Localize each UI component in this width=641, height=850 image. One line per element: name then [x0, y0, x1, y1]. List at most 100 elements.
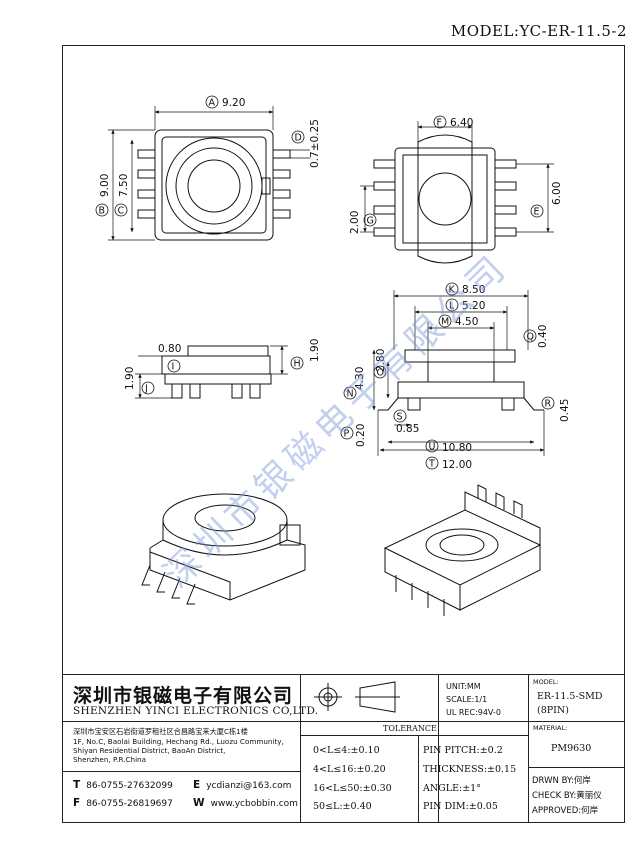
address-en-2: Shiyan Residential District, BaoAn Distr…	[73, 746, 226, 755]
divider	[418, 735, 419, 822]
approved-by-label: APPROVED:	[532, 806, 582, 816]
address-en-3: Shenzhen, P.R.China	[73, 755, 147, 764]
label-b: B	[99, 206, 106, 217]
divider	[300, 675, 301, 822]
divider	[63, 721, 300, 722]
dim-t-value: 12.00	[442, 459, 472, 471]
label-e: E	[534, 207, 540, 218]
web-label: W	[193, 797, 205, 809]
approved-by-row: APPROVED:何岸	[532, 804, 598, 816]
dim-i-value: 0.80	[158, 343, 181, 355]
dim-o-value: 2.80	[375, 349, 387, 372]
fax-number: 86-0755-26819697	[86, 799, 173, 809]
title-block: 深圳市银磁电子有限公司 SHENZHEN YINCI ELECTRONICS C…	[63, 674, 624, 822]
company-name-en: SHENZHEN YINCI ELECTRONICS CO,LTD.	[73, 705, 319, 717]
tolerance-row-1: 0<L≤4:±0.10	[313, 745, 380, 756]
divider	[528, 721, 624, 722]
unit: UNIT:MM	[446, 682, 481, 691]
drawn-by-row: DRWN BY:何岸	[532, 774, 591, 786]
approved-by-value: 何岸	[581, 806, 599, 816]
dim-a-value: 9.20	[222, 97, 245, 109]
tel-label: T	[73, 779, 81, 791]
material-value: PM9630	[551, 743, 592, 754]
isometric-view-right	[383, 484, 542, 616]
dim-m-value: 4.50	[455, 316, 478, 328]
check-by-label: CHECK BY:	[532, 791, 577, 801]
dim-g-value: 2.00	[349, 211, 361, 234]
dim-c-value: 7.50	[118, 174, 130, 197]
pin-dim: PIN DIM:±0.05	[423, 801, 498, 812]
label-u: U	[429, 442, 436, 453]
check-by-row: CHECK BY:黄丽仪	[532, 789, 602, 801]
dim-s-value: 0.85	[396, 423, 419, 435]
scale: SCALE:1/1	[446, 695, 488, 704]
ul-rec: UL REC:94V-0	[446, 708, 501, 717]
label-a: A	[209, 98, 216, 109]
dim-u-value: 10.80	[442, 442, 472, 454]
thickness: THICKNESS:±0.15	[423, 764, 517, 775]
dim-n-value: 4.30	[354, 367, 366, 390]
label-k: K	[449, 285, 456, 296]
divider	[528, 675, 529, 822]
model-title: MODEL:YC-ER-11.5-2	[450, 22, 627, 40]
dimension-lines-view2	[360, 121, 554, 233]
dim-q-value: 0.40	[537, 325, 549, 348]
drawn-by-label: DRWN BY:	[532, 776, 574, 786]
label-m: M	[441, 317, 449, 328]
dim-r-value: 0.45	[559, 399, 571, 422]
side-view-right	[378, 349, 544, 411]
dim-b-value: 9.00	[99, 174, 111, 197]
isometric-view-left	[141, 493, 306, 605]
pin-pitch: PIN PITCH:±0.2	[423, 745, 503, 756]
dim-k-value: 8.50	[462, 284, 485, 296]
label-t: T	[428, 459, 435, 470]
check-by-value: 黄丽仪	[576, 791, 602, 801]
address-cn: 深圳市宝安区石岩街道罗租社区合昌路宝来大厦C栋1楼	[73, 727, 248, 736]
fax-label: F	[73, 797, 81, 809]
tolerance-title: TOLERANCE	[383, 724, 437, 733]
divider	[300, 735, 528, 736]
tolerance-row-2: 4<L≤16:±0.20	[313, 764, 386, 775]
dim-d-value: 0.7±0.25	[309, 119, 321, 168]
model-label: MODEL:	[533, 678, 559, 686]
fax-row: F 86-0755-26819697	[73, 797, 173, 809]
top-view-left	[137, 129, 291, 241]
tel-number: 86-0755-27632099	[86, 781, 173, 791]
dimension-lines-side-left	[135, 345, 288, 399]
dim-e-value: 6.00	[551, 182, 563, 205]
label-s: S	[397, 412, 403, 423]
label-n: N	[347, 389, 354, 400]
tolerance-row-4: 50≤L:±0.40	[313, 801, 372, 812]
dim-f-value: 6.40	[450, 117, 473, 129]
web-address: www.ycbobbin.com	[210, 799, 298, 809]
tolerance-row-3: 16<L≤50:±0.30	[313, 783, 392, 794]
company-name-cn: 深圳市银磁电子有限公司	[73, 685, 294, 707]
drawing-frame	[62, 45, 625, 823]
phone-row: T 86-0755-27632099	[73, 779, 173, 791]
angle: ANGLE:±1°	[423, 783, 481, 794]
dim-j-value: 1.90	[124, 367, 136, 390]
email-label: E	[193, 779, 201, 791]
dim-h-value: 1.90	[309, 339, 321, 362]
material-label: MATERIAL:	[533, 724, 568, 732]
label-l: L	[449, 301, 455, 312]
label-j: J	[144, 384, 148, 395]
dim-p-value: 0.20	[355, 424, 367, 447]
dimension-lines-view1	[108, 106, 310, 241]
dim-l-value: 5.20	[462, 300, 485, 312]
label-d: D	[295, 133, 302, 144]
top-view-right	[373, 134, 517, 264]
model-pin-count: (8PIN)	[537, 705, 569, 716]
model-value: ER-11.5-SMD	[537, 691, 603, 702]
label-q: Q	[527, 332, 534, 343]
label-g: G	[367, 216, 374, 227]
email-address: ycdianzi@163.com	[206, 781, 292, 791]
address-en-1: 1F, No.C, Baolai Building, Hechang Rd., …	[73, 737, 284, 746]
side-view-left	[161, 345, 272, 399]
divider	[300, 721, 528, 722]
label-f: F	[437, 118, 442, 129]
label-o: O	[377, 368, 384, 379]
